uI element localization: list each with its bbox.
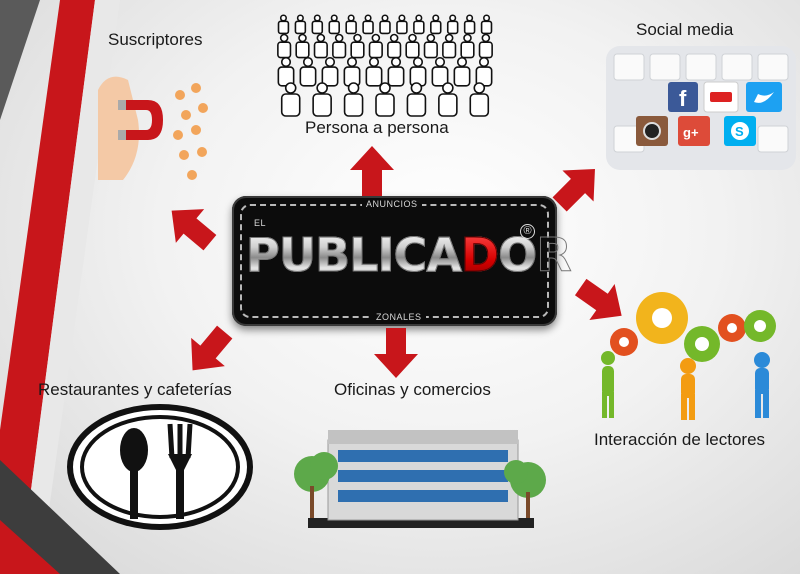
label-suscriptores: Suscriptores [108,30,203,49]
logo-brand: PUBLICADOR [246,228,573,282]
svg-text:g+: g+ [683,125,699,140]
magnet-hand-icon [98,76,208,180]
logo-brand-part3: OR [498,228,573,282]
label-oficinas: Oficinas y comercios [334,380,491,399]
logo-brand-part1: PUBLICA [246,228,463,282]
center-logo: EL ANUNCIOS PUBLICADOR ® ZONALES [232,196,573,326]
arrow-down [374,328,418,378]
label-social: Social media [636,20,734,39]
social-keyboard-icon: f g+ S [606,46,796,170]
arrow-up-right [552,169,595,212]
logo-brand-part2: D [460,228,499,282]
arrow-up [350,146,394,196]
logo-top-caption: ANUNCIOS [362,199,422,209]
svg-text:f: f [679,86,687,111]
logo-bottom-caption: ZONALES [372,312,426,322]
arrow-down-left [191,325,233,371]
gears-team-icon [601,292,776,420]
logo-el-text: EL [250,218,271,228]
svg-text:S: S [735,124,744,139]
label-interaccion: Interacción de lectores [594,430,766,449]
label-persona: Persona a persona [305,118,449,137]
cutlery-icon [67,404,253,530]
office-building-icon [294,430,546,528]
arrow-up-left [171,209,217,251]
label-restaurantes: Restaurantes y cafeterías [38,380,232,399]
crowd-icon [277,14,493,117]
arrow-down-right [574,278,622,321]
registered-mark: ® [520,224,535,239]
